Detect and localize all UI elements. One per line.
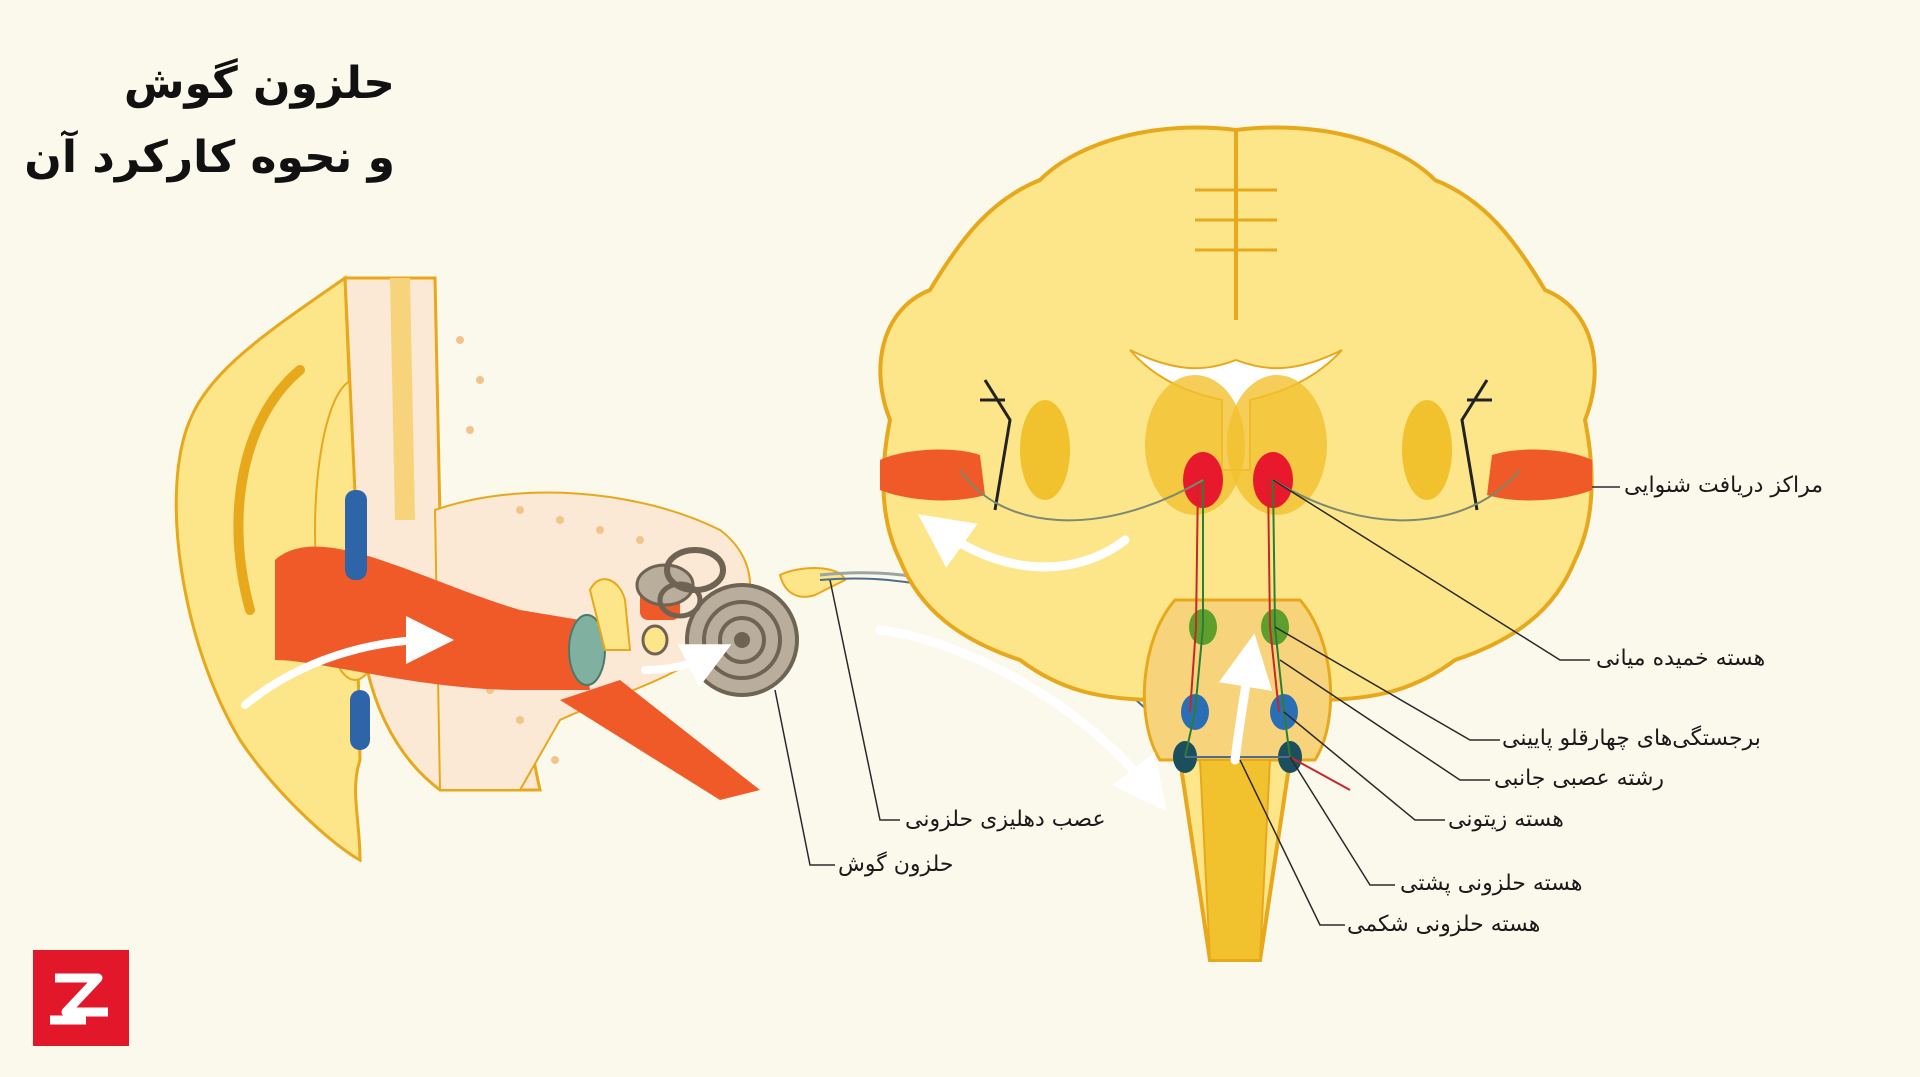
label-superior-olive: هسته زیتونی [1448,807,1564,832]
label-inferior-colliculus: برجستگی‌های چهارقلو پایینی [1502,726,1761,751]
page-title-line1: حلزون گوش [123,58,395,109]
label-medial-geniculate: هسته خمیده میانی [1596,646,1766,671]
temporal-bone [343,276,751,792]
label-dorsal-cochlear-nucleus: هسته حلزونی پشتی [1400,871,1583,896]
sound-flow-arrows-brain [875,514,1273,812]
label-lateral-lemniscus: رشته عصبی جانبی [1494,766,1665,791]
sound-flow-arrows-ear [241,616,732,709]
label-ventral-cochlear-nucleus: هسته حلزونی شکمی [1347,912,1541,937]
page-title-line2: و نحوه کارکرد آن [24,132,395,183]
label-cochlea: حلزون گوش [838,852,954,877]
label-auditory-cortex: مراکز دریافت شنوایی [1624,473,1824,498]
brain-cross-section [878,125,1597,962]
label-vestibulocochlear-nerve: عصب دهلیزی حلزونی [905,807,1106,832]
label-leader-lines [774,479,1620,926]
brand-logo-mark [33,950,129,1046]
